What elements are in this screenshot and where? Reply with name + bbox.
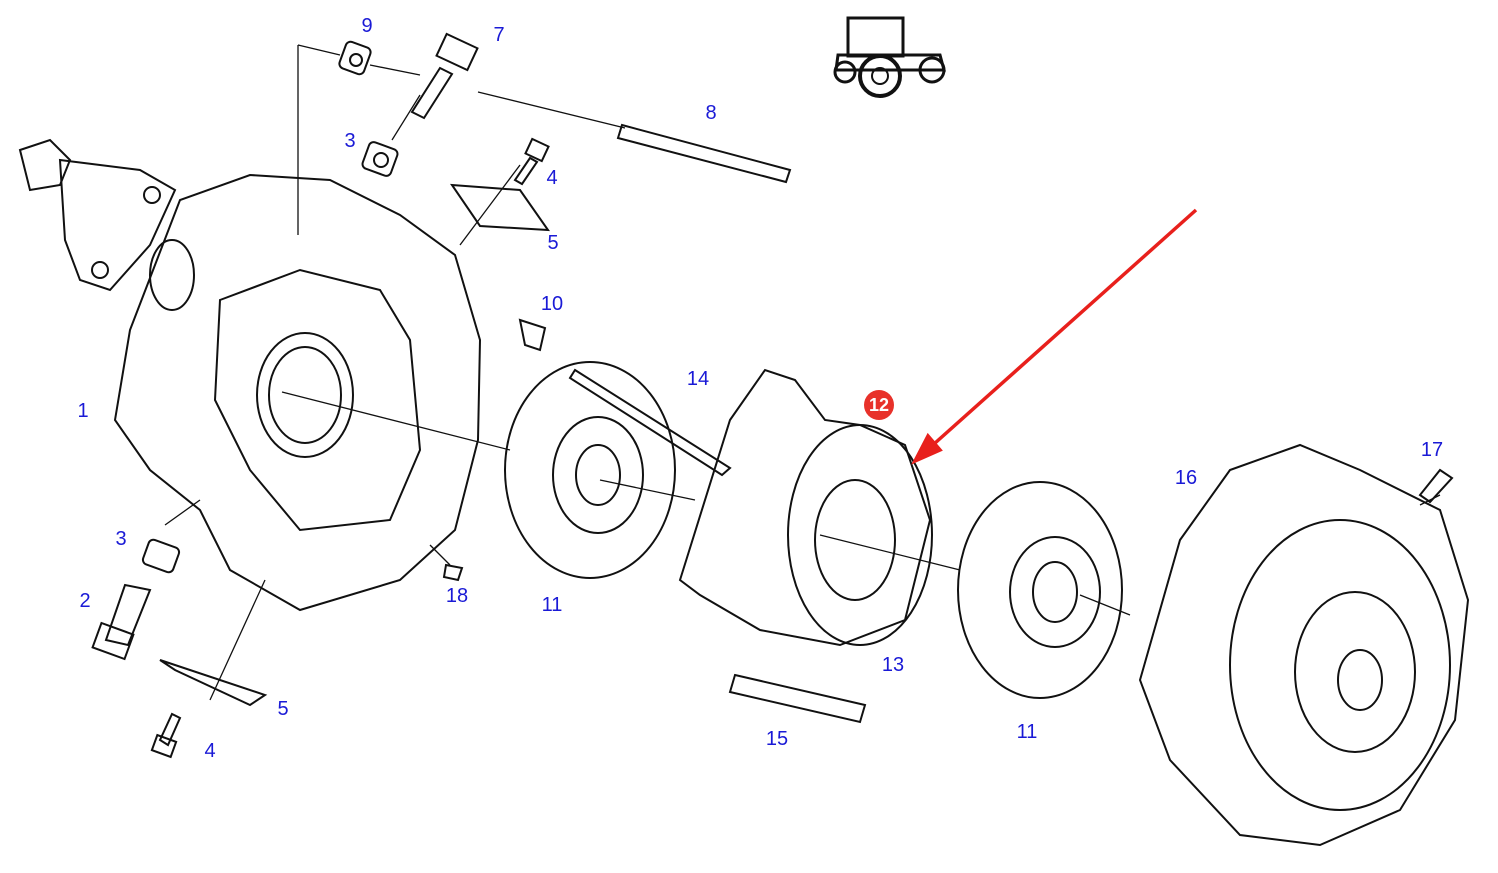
friction-disc-right bbox=[957, 481, 1123, 699]
fasteners bbox=[91, 32, 1454, 759]
label-part-14[interactable]: 14 bbox=[686, 368, 710, 390]
label-part-10[interactable]: 10 bbox=[540, 293, 564, 315]
label-part-5-bottom[interactable]: 5 bbox=[277, 698, 289, 720]
label-part-4-top[interactable]: 4 bbox=[546, 167, 558, 189]
label-part-7[interactable]: 7 bbox=[493, 24, 505, 46]
label-part-4-bottom[interactable]: 4 bbox=[204, 740, 216, 762]
label-part-12-highlighted[interactable]: 12 bbox=[864, 390, 894, 420]
friction-disc-left bbox=[504, 361, 676, 579]
red-arrow-pointer bbox=[911, 208, 1198, 465]
label-part-3-bottom[interactable]: 3 bbox=[115, 528, 127, 550]
label-part-15[interactable]: 15 bbox=[765, 728, 789, 750]
label-part-16[interactable]: 16 bbox=[1174, 467, 1198, 489]
label-part-5-top[interactable]: 5 bbox=[547, 232, 559, 254]
tractor-icon bbox=[833, 16, 946, 98]
brake-actuator-12 bbox=[678, 368, 933, 647]
label-part-3-top[interactable]: 3 bbox=[344, 130, 356, 152]
label-part-11-left[interactable]: 11 bbox=[541, 594, 563, 616]
housing-1 bbox=[113, 173, 482, 612]
label-part-17[interactable]: 17 bbox=[1420, 439, 1444, 461]
label-part-11-right[interactable]: 11 bbox=[1016, 721, 1038, 743]
label-part-18[interactable]: 18 bbox=[445, 585, 469, 607]
label-part-1[interactable]: 1 bbox=[77, 400, 89, 422]
label-part-2[interactable]: 2 bbox=[79, 590, 91, 612]
label-part-8[interactable]: 8 bbox=[705, 102, 717, 124]
label-part-9[interactable]: 9 bbox=[361, 15, 373, 37]
label-part-13[interactable]: 13 bbox=[881, 654, 905, 676]
cover-16 bbox=[1138, 443, 1470, 847]
sensor-component bbox=[18, 138, 177, 292]
